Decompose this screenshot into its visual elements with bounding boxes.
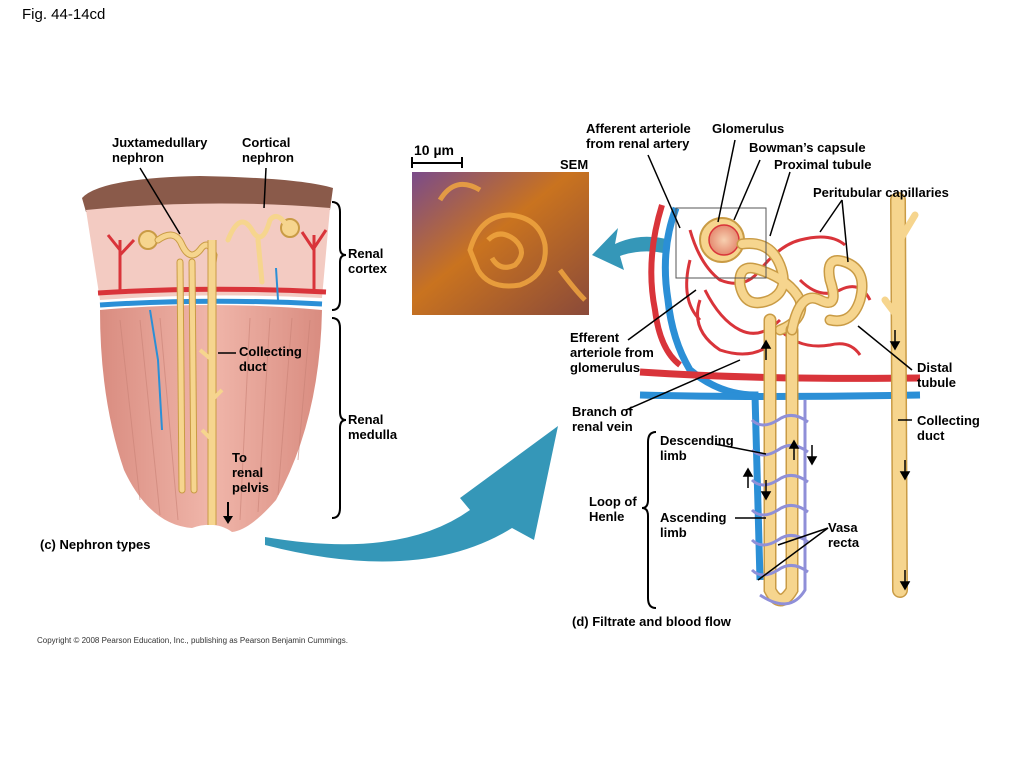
- label-distal-tubule: Distal tubule: [917, 360, 956, 390]
- transition-arrow: [265, 426, 558, 562]
- bracket-renal-cortex: [331, 201, 347, 311]
- label-collecting-duct-d: Collecting duct: [917, 413, 980, 443]
- leader-lines-d: [625, 139, 913, 581]
- label-proximal-tubule: Proximal tubule: [774, 157, 872, 172]
- leader-lines-c: [139, 167, 267, 354]
- kidney-wedge: [82, 176, 333, 532]
- label-bowmans-capsule: Bowman’s capsule: [749, 140, 866, 155]
- bracket-loop-of-henle: [641, 431, 657, 609]
- label-vasa-recta: Vasa recta: [828, 520, 860, 550]
- caption-filtrate-blood-flow: (d) Filtrate and blood flow: [572, 614, 731, 629]
- caption-nephron-types: (c) Nephron types: [40, 537, 151, 552]
- label-glomerulus: Glomerulus: [712, 121, 785, 136]
- label-afferent-arteriole: Afferent arteriole from renal artery: [586, 121, 691, 151]
- label-descending-limb: Descending limb: [660, 433, 734, 463]
- label-juxtamedullary-nephron: Juxtamedullary nephron: [112, 135, 208, 165]
- label-peritubular-capillaries: Peritubular capillaries: [813, 185, 949, 200]
- zoom-arrow: [592, 228, 670, 270]
- label-renal-cortex: Renal cortex: [348, 246, 388, 276]
- label-efferent-arteriole: Efferent arteriole from glomerulus: [570, 330, 654, 375]
- sem-scale-label: 10 µm: [414, 142, 454, 158]
- sem-micrograph: [411, 157, 589, 315]
- figure-label: Fig. 44-14cd: [22, 6, 106, 23]
- label-ascending-limb: Ascending limb: [660, 510, 727, 540]
- label-collecting-duct-c: Collecting duct: [239, 344, 302, 374]
- label-loop-of-henle: Loop of Henle: [589, 494, 637, 524]
- label-branch-renal-vein: Branch of renal vein: [572, 404, 633, 434]
- copyright-notice: Copyright © 2008 Pearson Education, Inc.…: [37, 636, 348, 645]
- nephron-detail: [639, 192, 921, 607]
- label-cortical-nephron: Cortical nephron: [242, 135, 294, 165]
- label-to-renal-pelvis: To renal pelvis: [232, 450, 269, 495]
- label-renal-medulla: Renal medulla: [348, 412, 398, 442]
- sem-label: SEM: [560, 157, 589, 172]
- bracket-renal-medulla: [331, 317, 347, 519]
